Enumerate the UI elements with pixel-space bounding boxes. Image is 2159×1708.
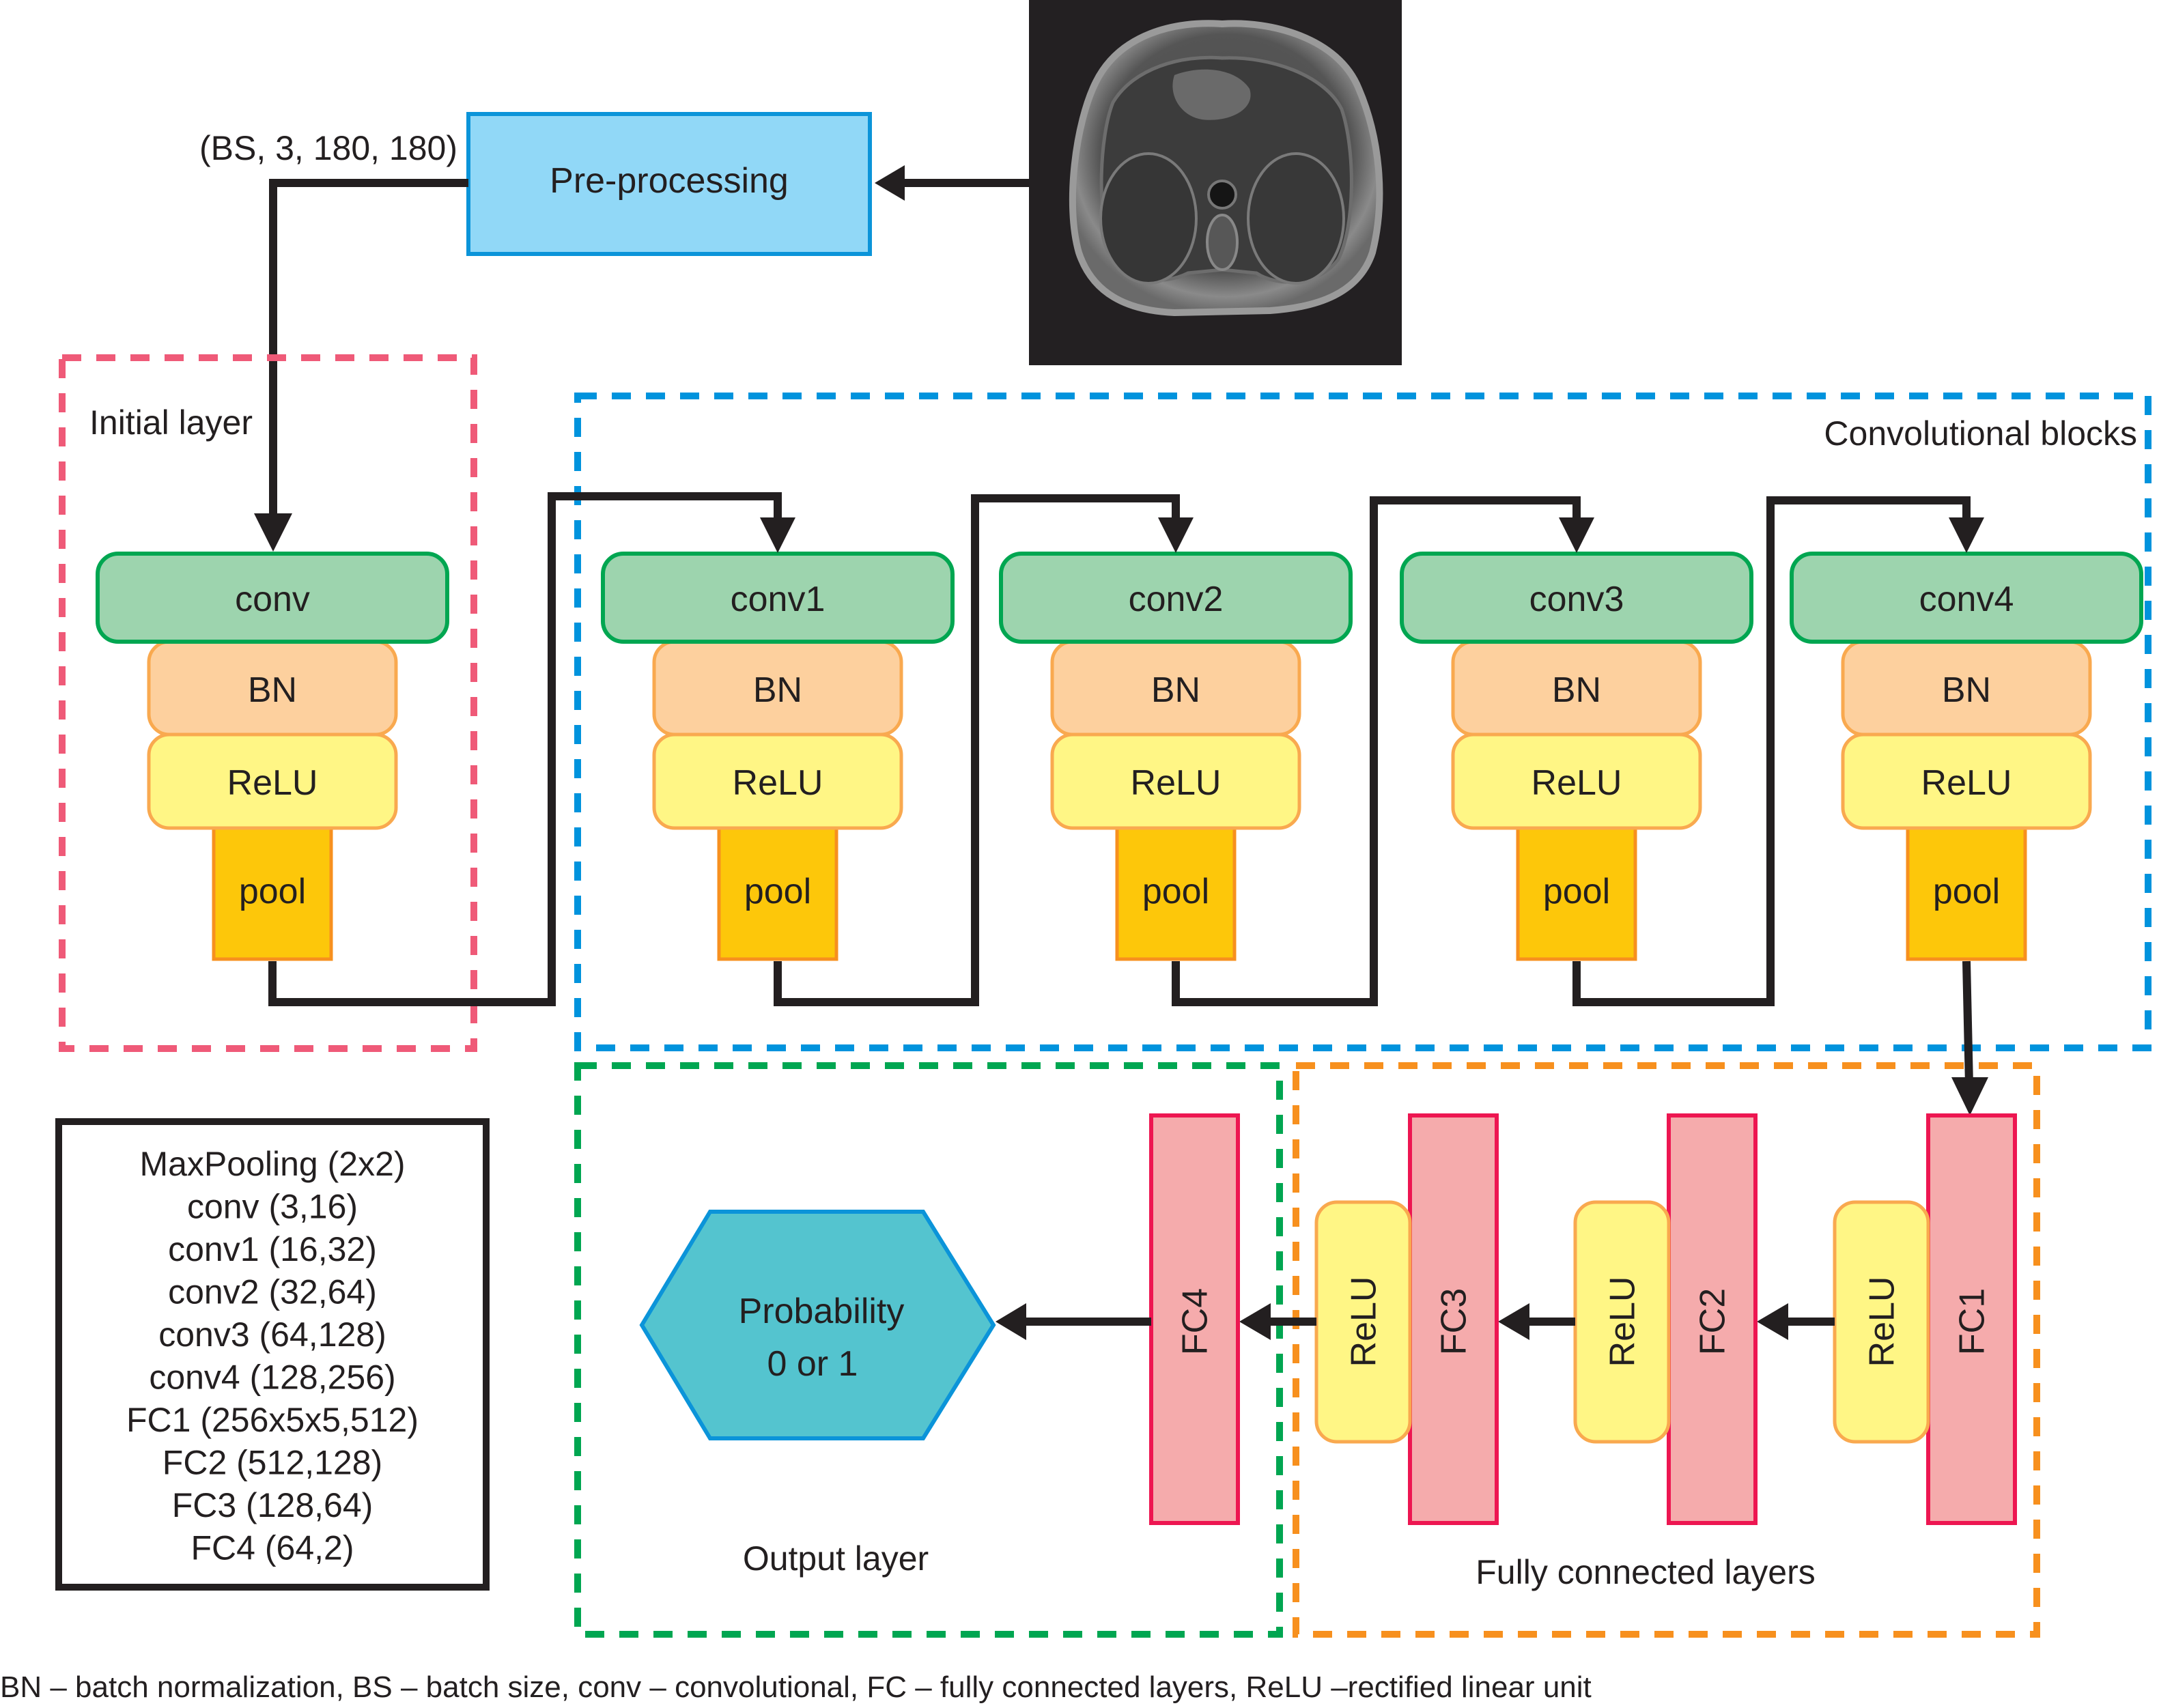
conv-label: conv xyxy=(235,580,310,619)
wire-block-1-to-2 xyxy=(774,494,1194,1006)
conv-layer xyxy=(999,552,1353,644)
fc-relu-label: ReLU xyxy=(1863,1277,1902,1367)
fc-layers: FC1 ReLU FC2 ReLU FC3 ReLU FC4 xyxy=(1149,1113,2017,1525)
conv-label: conv1 xyxy=(731,580,825,619)
output-probability-node: Probability 0 or 1 xyxy=(639,1210,996,1440)
fc-box xyxy=(1667,1113,1758,1525)
arrow-fc4-to-output xyxy=(996,1303,1151,1340)
fc-relu-label: ReLU xyxy=(1603,1277,1643,1367)
legend-line: conv (3,16) xyxy=(187,1188,358,1226)
fc-box xyxy=(1149,1113,1240,1525)
conv-wires xyxy=(268,492,1984,1006)
conv-label: conv3 xyxy=(1529,580,1624,619)
arrow-conv4-to-fc1 xyxy=(1951,960,1988,1115)
relu-label: ReLU xyxy=(1131,763,1222,803)
pool-layer xyxy=(1115,826,1237,961)
output-layer-label: Output layer xyxy=(743,1539,929,1578)
legend-line: conv1 (16,32) xyxy=(168,1230,377,1268)
relu-label: ReLU xyxy=(733,763,823,803)
pool-layer xyxy=(1906,826,2027,961)
abbreviations-footnote: BN – batch normalization, BS – batch siz… xyxy=(0,1670,1592,1704)
output-label-line2: 0 or 1 xyxy=(767,1344,858,1384)
layer-dimensions-legend: MaxPooling (2x2) conv (3,16) conv1 (16,32)… xyxy=(55,1118,490,1591)
legend-line: MaxPooling (2x2) xyxy=(139,1145,405,1183)
convolutional-blocks-label: Convolutional blocks xyxy=(1824,414,2137,453)
legend-line: FC2 (512,128) xyxy=(163,1444,382,1482)
pool-label: pool xyxy=(1543,872,1610,911)
conv-label: conv2 xyxy=(1129,580,1224,619)
fc-layer-4: FC4 xyxy=(1149,1113,1240,1525)
fully-connected-group xyxy=(1293,1062,2040,1638)
initial-layer-label: Initial layer xyxy=(89,403,253,442)
conv-layer xyxy=(1400,552,1753,644)
output-label-line1: Probability xyxy=(739,1292,905,1331)
pool-layer xyxy=(1516,826,1637,961)
conv-layer xyxy=(1790,552,2143,644)
fc-layer-3: FC3 ReLU xyxy=(1314,1113,1499,1525)
fc-relu-label: ReLU xyxy=(1344,1277,1384,1367)
fc-label: FC2 xyxy=(1693,1288,1733,1355)
fc-label: FC1 xyxy=(1953,1288,1992,1355)
arrow-relu-to-fc2 xyxy=(1757,1303,1835,1340)
legend-line: FC4 (64,2) xyxy=(191,1529,354,1567)
arrow-relu-to-fc3 xyxy=(1498,1303,1575,1340)
legend-line: FC3 (128,64) xyxy=(172,1486,373,1524)
wire-block-2-to-3 xyxy=(1172,496,1594,1006)
bn-label: BN xyxy=(1151,670,1200,710)
fc-label: FC4 xyxy=(1176,1288,1215,1355)
output-layer-group xyxy=(574,1062,1283,1638)
legend-line: conv2 (32,64) xyxy=(168,1273,377,1311)
initial-layer-group xyxy=(59,354,477,1052)
wire-block-3-to-4 xyxy=(1572,496,1984,1006)
conv-layer xyxy=(96,552,449,644)
bn-label: BN xyxy=(1552,670,1601,710)
arrow-mri-to-preprocessing xyxy=(875,165,1029,201)
pool-label: pool xyxy=(1142,872,1209,911)
conv-layer xyxy=(601,552,955,644)
fc-layer-1: FC1 ReLU xyxy=(1833,1113,2017,1525)
preprocessing-box: Pre-processing xyxy=(466,112,872,256)
legend-line: FC1 (256x5x5,512) xyxy=(126,1401,419,1439)
pool-layer xyxy=(717,826,838,961)
wire-block-0-to-1 xyxy=(268,492,795,1006)
mri-input-image xyxy=(1029,0,1402,365)
input-shape-label: (BS, 3, 180, 180) xyxy=(199,129,457,167)
relu-label: ReLU xyxy=(1532,763,1622,803)
relu-label: ReLU xyxy=(1921,763,2012,803)
legend-line: conv3 (64,128) xyxy=(158,1315,386,1354)
fc-box xyxy=(1408,1113,1499,1525)
fc-label: FC3 xyxy=(1435,1288,1474,1355)
convolutional-blocks-group xyxy=(574,393,2151,1051)
fully-connected-label: Fully connected layers xyxy=(1476,1553,1815,1591)
arrow-preprocessing-to-conv xyxy=(254,179,468,552)
legend-line: conv4 (128,256) xyxy=(149,1358,395,1397)
preprocessing-label: Pre-processing xyxy=(550,161,789,201)
pool-label: pool xyxy=(1933,872,2000,911)
pool-label: pool xyxy=(744,872,811,911)
fc-layer-2: FC2 ReLU xyxy=(1573,1113,1758,1525)
relu-label: ReLU xyxy=(227,763,318,803)
pool-label: pool xyxy=(239,872,306,911)
arrow-relu-to-fc4 xyxy=(1239,1303,1316,1340)
conv-label: conv4 xyxy=(1919,580,2014,619)
bn-label: BN xyxy=(248,670,297,710)
bn-label: BN xyxy=(1942,670,1991,710)
bn-label: BN xyxy=(753,670,802,710)
